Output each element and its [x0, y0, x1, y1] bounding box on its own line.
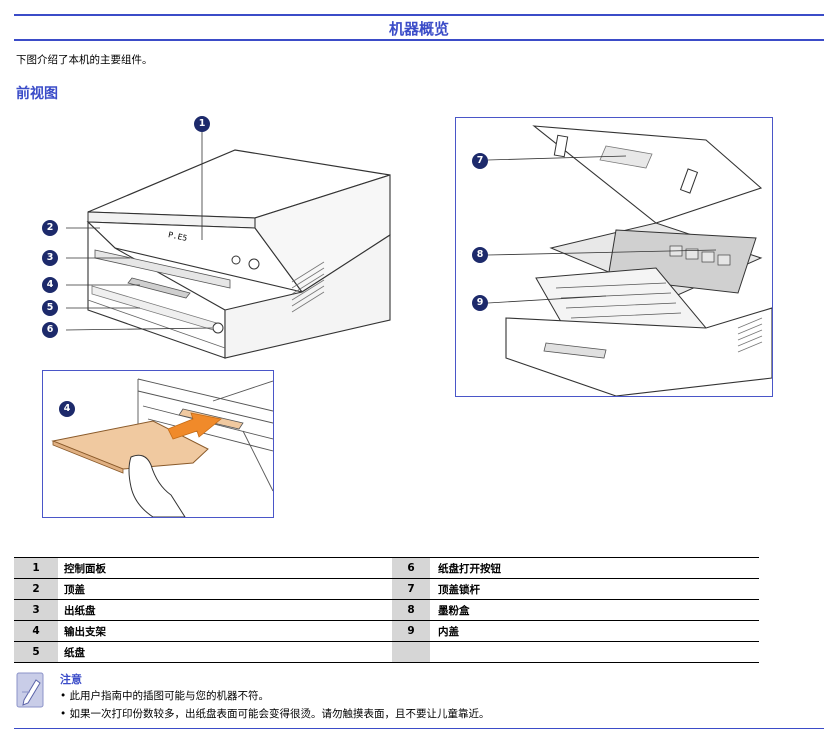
callout-1: 1 [194, 116, 210, 132]
part-number: 3 [14, 599, 58, 621]
part-label: 顶盖锁杆 [430, 578, 759, 600]
output-support-figure: 4 [42, 370, 274, 518]
note-item: • 此用户指南中的插图可能与您的机器不符。 [60, 690, 270, 702]
title-rule-bottom [14, 39, 824, 41]
part-number: 1 [14, 557, 58, 579]
part-label: 内盖 [430, 620, 759, 642]
part-number [392, 641, 430, 663]
part-label: 纸盘打开按钮 [430, 557, 759, 579]
output-support-drawing [51, 378, 273, 517]
open-printer-drawing [487, 125, 772, 396]
section-title: 前视图 [16, 86, 58, 102]
part-label: 输出支架 [58, 620, 392, 642]
callout-7: 7 [472, 153, 488, 169]
callout-4-inset: 4 [59, 401, 75, 417]
part-number: 2 [14, 578, 58, 600]
part-label: 出纸盘 [58, 599, 392, 621]
part-number: 7 [392, 578, 430, 600]
intro-text: 下图介绍了本机的主要组件。 [16, 54, 153, 66]
callout-5: 5 [42, 300, 58, 316]
title-rule-top [14, 14, 824, 16]
printer-front-drawing [65, 132, 391, 359]
callout-9: 9 [472, 295, 488, 311]
part-label: 墨粉盒 [430, 599, 759, 621]
part-label [430, 641, 759, 663]
note-item: • 如果一次打印份数较多，出纸盘表面可能会变得很烫。请勿触摸表面，且不要让儿童靠… [60, 708, 490, 720]
front-view-illustration: P.E5 1 2 3 4 5 6 [40, 110, 400, 370]
part-number: 6 [392, 557, 430, 579]
note-pencil-icon [16, 672, 44, 708]
page-title: 机器概览 [388, 20, 449, 38]
callout-6: 6 [42, 322, 58, 338]
part-number: 5 [14, 641, 58, 663]
open-cover-figure: 7 8 9 [455, 117, 773, 397]
callout-8: 8 [472, 247, 488, 263]
callout-2: 2 [42, 220, 58, 236]
part-number: 9 [392, 620, 430, 642]
callout-3: 3 [42, 250, 58, 266]
part-label: 纸盘 [58, 641, 392, 663]
note-title: 注意 [60, 673, 82, 686]
part-number: 8 [392, 599, 430, 621]
part-number: 4 [14, 620, 58, 642]
part-label: 控制面板 [58, 557, 392, 579]
callout-4: 4 [42, 277, 58, 293]
part-label: 顶盖 [58, 578, 392, 600]
bottom-rule [14, 728, 824, 729]
